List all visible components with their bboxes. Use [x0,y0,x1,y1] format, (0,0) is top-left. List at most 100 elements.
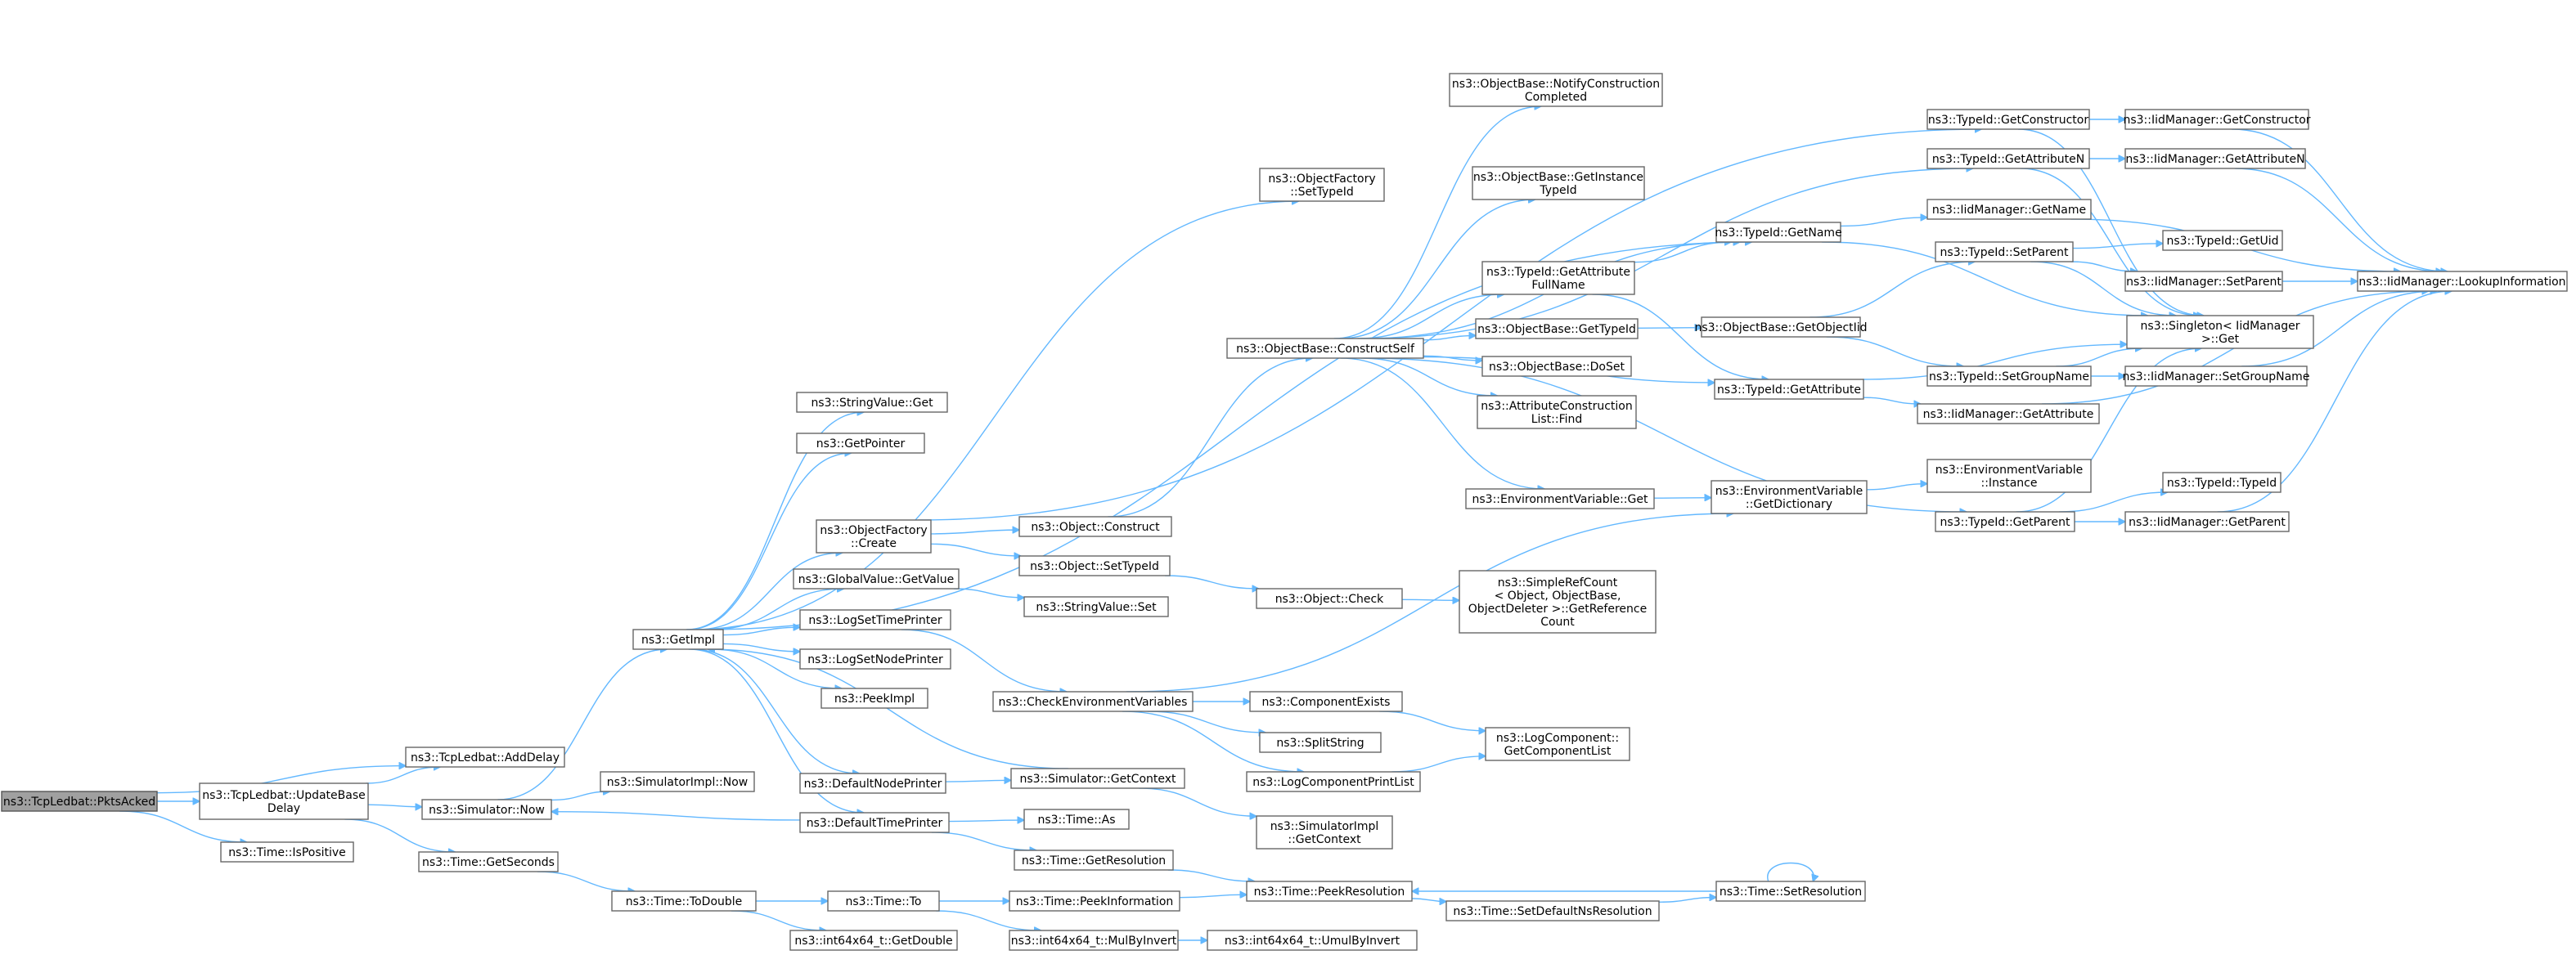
node-checkenv[interactable]: ns3::CheckEnvironmentVariables [992,691,1194,712]
node-box [1014,850,1174,871]
node-logcompgetlist[interactable]: ns3::LogComponent::GetComponentList [1485,727,1630,761]
node-gvgetvalue[interactable]: ns3::GlobalValue::GetValue [793,568,960,590]
edge-getimpl-to-peekimpl [710,648,842,688]
node-iidgetattribute[interactable]: ns3::IidManager::GetAttribute [1917,403,2100,424]
node-label: ns3::TypeId::SetParent [1940,246,2069,259]
edge-setresolution-to-setresolution [1767,862,1814,882]
node-envinstance[interactable]: ns3::EnvironmentVariable::Instance [1926,459,2092,493]
edge-constructself-to-envget [1340,357,1545,489]
node-label: ns3::Object::SetTypeId [1030,560,1159,573]
node-iidgetparent[interactable]: ns3::IidManager::GetParent [2124,511,2290,532]
node-box [1249,691,1403,712]
node-box [1926,459,2092,493]
node-timeas[interactable]: ns3::Time::As [1023,809,1130,830]
node-label: ns3::int64x64_t::MulByInvert [1011,935,1177,948]
node-getpointer[interactable]: ns3::GetPointer [796,433,925,454]
node-logcompprint[interactable]: ns3::LogComponentPrintList [1246,771,1421,792]
edge-timeto-to-mulbyinvert [936,910,1041,930]
node-singletonget[interactable]: ns3::Singleton< IidManager>::Get [2126,315,2314,349]
node-label: ns3::int64x64_t::UmulByInvert [1225,935,1400,948]
node-iidsetparent[interactable]: ns3::IidManager::SetParent [2124,271,2283,292]
node-iidsetgroupname[interactable]: ns3::IidManager::SetGroupName [2123,365,2310,387]
node-defnodeprinter[interactable]: ns3::DefaultNodePrinter [799,773,946,794]
node-box [820,688,928,709]
node-iidgetname[interactable]: ns3::IidManager::GetName [1926,199,2092,220]
node-deftimeprinter[interactable]: ns3::DefaultTimePrinter [799,812,950,833]
node-box [1935,241,2074,262]
node-timeto[interactable]: ns3::Time::To [827,890,940,912]
node-stringvalueget[interactable]: ns3::StringValue::Get [796,392,948,413]
node-splitstring[interactable]: ns3::SplitString [1259,732,1382,753]
edge-logsettime-to-checkenv [901,629,1067,692]
node-umulbyinvert[interactable]: ns3::int64x64_t::UmulByInvert [1207,930,1418,951]
node-ispositive[interactable]: ns3::Time::IsPositive [220,841,354,863]
node-getseconds[interactable]: ns3::Time::GetSeconds [418,851,559,872]
node-simgetcontext[interactable]: ns3::Simulator::GetContext [1010,768,1185,789]
node-simnow[interactable]: ns3::Simulator::Now [421,799,552,820]
node-obgettypeid[interactable]: ns3::ObjectBase::GetTypeId [1475,318,1639,339]
node-constructself[interactable]: ns3::ObjectBase::ConstructSelf [1226,338,1424,359]
node-todouble[interactable]: ns3::Time::ToDouble [611,890,757,912]
node-adddelay[interactable]: ns3::TcpLedbat::AddDelay [405,747,565,768]
node-svset[interactable]: ns3::StringValue::Set [1023,596,1169,617]
node-tgetconstructor[interactable]: ns3::TypeId::GetConstructor [1926,109,2090,130]
node-notifyconstr[interactable]: ns3::ObjectBase::NotifyConstructionCompl… [1449,73,1663,107]
node-getresolution[interactable]: ns3::Time::GetResolution [1014,850,1174,871]
node-ttypeid[interactable]: ns3::TypeId::TypeId [2162,472,2282,493]
node-iidgetconstructor[interactable]: ns3::IidManager::GetConstructor [2123,109,2311,130]
node-iidgetattributen[interactable]: ns3::IidManager::GetAttributeN [2124,148,2306,169]
node-logsetnode[interactable]: ns3::LogSetNodePrinter [799,648,951,670]
node-label: ns3::Time::SetDefaultNsResolution [1453,905,1652,918]
node-peekinfo[interactable]: ns3::Time::PeekInformation [1009,890,1180,912]
node-pktsacked[interactable]: ns3::TcpLedbat::PktsAcked [1,791,158,812]
node-label: ns3::GetImpl [641,634,715,647]
node-simimplnow[interactable]: ns3::SimulatorImpl::Now [600,771,755,792]
node-obgetobjecttid[interactable]: ns3::ObjectBase::GetObjectIid [1694,316,1868,338]
node-compexists[interactable]: ns3::ComponentExists [1249,691,1403,712]
node-getimpl[interactable]: ns3::GetImpl [632,629,724,650]
node-setresolution[interactable]: ns3::Time::SetResolution [1715,881,1866,902]
node-tsetparent[interactable]: ns3::TypeId::SetParent [1935,241,2074,262]
node-peekimpl[interactable]: ns3::PeekImpl [820,688,928,709]
node-tgetuid[interactable]: ns3::TypeId::GetUid [2162,230,2283,251]
node-simimplctx[interactable]: ns3::SimulatorImpl::GetContext [1256,815,1393,850]
node-simplerefcount[interactable]: ns3::SimpleRefCount< Object, ObjectBase,… [1459,570,1657,634]
node-ofcreate[interactable]: ns3::ObjectFactory::Create [816,519,932,554]
node-tgetname[interactable]: ns3::TypeId::GetName [1715,222,1842,243]
node-label: ns3::TypeId::GetConstructor [1928,114,2088,127]
edge-simgetcontext-to-simimplctx [1139,787,1257,816]
node-tgetparent[interactable]: ns3::TypeId::GetParent [1935,511,2075,532]
node-label: ns3::LogSetNodePrinter [807,653,943,666]
node-objconstruct[interactable]: ns3::Object::Construct [1018,516,1172,537]
node-getdouble[interactable]: ns3::int64x64_t::GetDouble [789,930,958,951]
node-envgetdict[interactable]: ns3::EnvironmentVariable::GetDictionary [1711,480,1868,514]
node-box [2126,315,2314,349]
node-objsettypeid[interactable]: ns3::Object::SetTypeId [1018,555,1171,576]
node-mulbyinvert[interactable]: ns3::int64x64_t::MulByInvert [1009,930,1179,951]
node-setdefaultns[interactable]: ns3::Time::SetDefaultNsResolution [1445,900,1660,921]
node-tsetgroupname[interactable]: ns3::TypeId::SetGroupName [1926,365,2092,387]
node-doset[interactable]: ns3::ObjectBase::DoSet [1481,356,1632,377]
edge-getimpl-to-logsettime [722,627,800,636]
node-tgetattributen[interactable]: ns3::TypeId::GetAttributeN [1926,148,2090,169]
node-label: ns3::ObjectBase::DoSet [1489,361,1625,374]
node-logsettime[interactable]: ns3::LogSetTimePrinter [799,609,951,630]
node-ofsettypeid[interactable]: ns3::ObjectFactory::SetTypeId [1259,168,1385,202]
node-iidlookup[interactable]: ns3::IidManager::LookupInformation [2357,271,2568,292]
node-box [1715,881,1866,902]
node-envget[interactable]: ns3::EnvironmentVariable::Get [1465,488,1655,509]
node-peekres[interactable]: ns3::Time::PeekResolution [1246,881,1413,902]
edge-peekres-to-setdefaultns [1411,899,1446,902]
node-tgetattribute[interactable]: ns3::TypeId::GetAttribute [1714,379,1864,400]
node-label: ::GetDictionary [1746,498,1832,511]
node-box [796,433,925,454]
edge-getimpl-to-logsetnode [722,643,800,651]
edge-getimpl-to-gvgetvalue [710,589,844,630]
node-box [1935,511,2075,532]
edge-logcompprint-to-logcompgetlist [1391,756,1486,773]
node-objcheck[interactable]: ns3::Object::Check [1256,588,1403,609]
